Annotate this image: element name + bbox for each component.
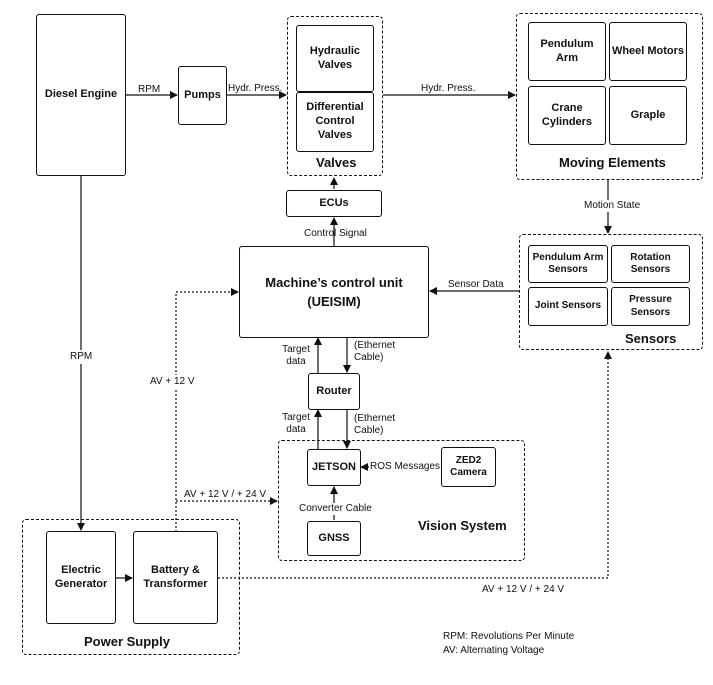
edge-power-sensors (218, 351, 612, 579)
vision-system-group (278, 440, 525, 561)
pendulum-arm-block: Pendulum Arm (528, 22, 606, 81)
edge-label-ros-messages: ROS Messages (369, 461, 442, 473)
control-unit-subtitle: (UEISIM) (307, 294, 361, 309)
moving-elements-group-title: Moving Elements (559, 155, 666, 170)
edge-label-ethernet-1: (Ethernet Cable) (354, 340, 396, 363)
ecus-label: ECUs (319, 196, 349, 209)
gnss-label: GNSS (318, 531, 350, 544)
legend-av: AV: Alternating Voltage (443, 645, 545, 656)
control-unit-title: Machine’s control unit (265, 274, 403, 290)
electric-generator-block: Electric Generator (46, 531, 116, 624)
pressure-sensors-block: Pressure Sensors (611, 287, 690, 326)
edge-label-av-12v: AV + 12 V (150, 375, 195, 389)
sensors-group-title: Sensors (625, 331, 677, 346)
power-supply-group (22, 519, 240, 655)
router-block: Router (308, 373, 360, 410)
valves-group (287, 16, 383, 176)
zed2-camera-block: ZED2 Camera (441, 447, 496, 487)
wheel-motors-block: Wheel Motors (609, 22, 687, 81)
edge-label-motion-state: Motion State (582, 200, 643, 212)
edge-label-target-data-2: Target data (282, 412, 310, 435)
diesel-engine-block: Diesel Engine (36, 14, 126, 176)
edge-label-ethernet-2: (Ethernet Cable) (354, 413, 396, 436)
edge-label-rpm-top: RPM (138, 84, 161, 95)
edge-power-control (175, 288, 239, 532)
gnss-block: GNSS (307, 521, 361, 556)
pendulum-arm-sensors-label: Pendulum Arm Sensors (532, 251, 604, 276)
valves-group-title: Valves (316, 155, 357, 170)
jetson-block: JETSON (307, 449, 361, 486)
hydraulic-valves-block: Hydraulic Valves (296, 25, 374, 92)
zed2-camera-label: ZED2 Camera (450, 454, 487, 479)
edge-label-hydr-press-2: Hydr. Press. (421, 83, 476, 94)
battery-transformer-block: Battery & Transformer (133, 531, 218, 624)
power-supply-group-title: Power Supply (84, 634, 170, 649)
router-label: Router (316, 384, 352, 397)
pendulum-arm-sensors-block: Pendulum Arm Sensors (528, 245, 608, 283)
wheel-motors-label: Wheel Motors (611, 44, 685, 57)
legend-rpm: RPM: Revolutions Per Minute (443, 631, 575, 642)
crane-cylinders-label: Crane Cylinders (541, 101, 593, 128)
pendulum-arm-label: Pendulum Arm (540, 37, 594, 64)
ecus-block: ECUs (286, 190, 382, 217)
sensors-group (519, 234, 703, 350)
edge-label-converter-cable: Converter Cable (298, 503, 373, 515)
electric-generator-label: Electric Generator (54, 563, 108, 590)
control-unit-block: Machine’s control unit (UEISIM) (239, 246, 429, 338)
rotation-sensors-block: Rotation Sensors (611, 245, 690, 283)
hydraulic-valves-label: Hydraulic Valves (309, 44, 361, 71)
differential-valves-block: Differential Control Valves (296, 92, 374, 152)
joint-sensors-label: Joint Sensors (534, 300, 602, 312)
edge-label-sensor-data: Sensor Data (448, 279, 504, 290)
rotation-sensors-label: Rotation Sensors (630, 251, 671, 276)
pumps-block: Pumps (178, 66, 227, 125)
crane-cylinders-block: Crane Cylinders (528, 86, 606, 145)
pumps-label: Pumps (184, 88, 221, 101)
edge-label-av-12v-24v-left: AV + 12 V / + 24 V (184, 489, 267, 500)
vision-system-group-title: Vision System (418, 518, 507, 533)
battery-transformer-label: Battery & Transformer (143, 563, 208, 590)
pressure-sensors-label: Pressure Sensors (629, 294, 672, 318)
joint-sensors-block: Joint Sensors (528, 287, 608, 326)
moving-elements-group (516, 13, 703, 180)
edge-label-rpm-left: RPM (70, 350, 93, 364)
differential-valves-label: Differential Control Valves (306, 101, 364, 141)
jetson-label: JETSON (311, 460, 356, 473)
graple-block: Graple (609, 86, 687, 145)
graple-label: Graple (630, 108, 666, 121)
edge-label-control-signal: Control Signal (304, 228, 367, 239)
edge-label-hydr-press-1: Hydr. Press. (228, 83, 283, 94)
edge-label-target-data-1: Target data (282, 344, 310, 367)
edge-label-av-12v-24v-bottom: AV + 12 V / + 24 V (482, 584, 565, 595)
diesel-engine-label: Diesel Engine (44, 88, 118, 101)
